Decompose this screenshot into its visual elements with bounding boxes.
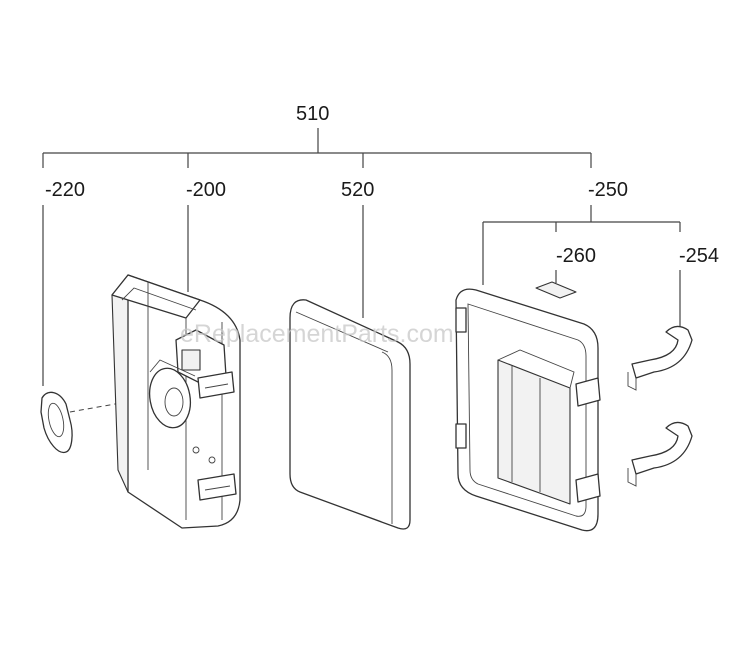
base-part: [111, 274, 241, 529]
callout-220: -220: [45, 179, 85, 201]
callout-510: 510: [296, 103, 329, 125]
callout-200: -200: [186, 179, 226, 201]
filter-part: [289, 299, 411, 530]
callout-254: -254: [679, 245, 719, 267]
cover-part: [455, 288, 601, 532]
callout-520: 520: [341, 179, 374, 201]
callout-250: -250: [588, 179, 628, 201]
leader-lines: [42, 128, 681, 386]
clip-part-lower: [627, 421, 693, 487]
label-part: [535, 281, 577, 299]
gasket-part: [40, 391, 73, 454]
watermark: eReplacementParts.com: [180, 320, 454, 348]
clip-part-upper: [627, 325, 693, 391]
callout-260: -260: [556, 245, 596, 267]
